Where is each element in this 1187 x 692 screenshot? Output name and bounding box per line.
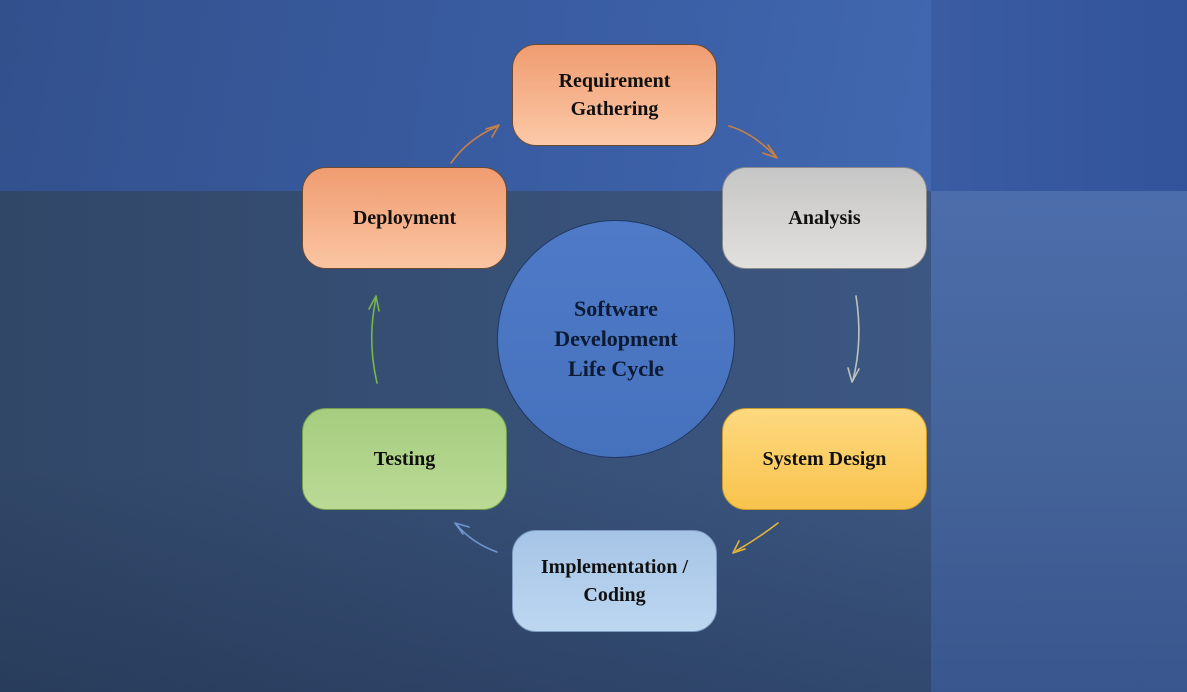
node-analysis-label: Analysis [788, 207, 861, 229]
node-requirement-gathering-label: Requirement Gathering [558, 70, 671, 120]
center-circle-line-1: Software [574, 296, 658, 321]
node-implementation-coding-label: Implementation / Coding [540, 556, 689, 606]
background-main-top [0, 0, 931, 191]
center-circle-sdlc: Software Development Life Cycle [497, 220, 735, 458]
node-analysis: Analysis [722, 167, 927, 269]
node-deployment: Deployment [302, 167, 507, 269]
node-testing: Testing [302, 408, 507, 510]
center-circle-line-2: Development [554, 326, 678, 351]
node-implementation-coding: Implementation / Coding [512, 530, 717, 632]
node-deployment-label: Deployment [352, 207, 457, 229]
node-system-design: System Design [722, 408, 927, 510]
node-system-design-label: System Design [762, 448, 887, 470]
center-circle-line-3: Life Cycle [568, 356, 664, 381]
background-right-top [931, 0, 1187, 191]
node-requirement-gathering: Requirement Gathering [512, 44, 717, 146]
node-testing-label: Testing [373, 448, 436, 470]
background-right-bottom [931, 191, 1187, 692]
